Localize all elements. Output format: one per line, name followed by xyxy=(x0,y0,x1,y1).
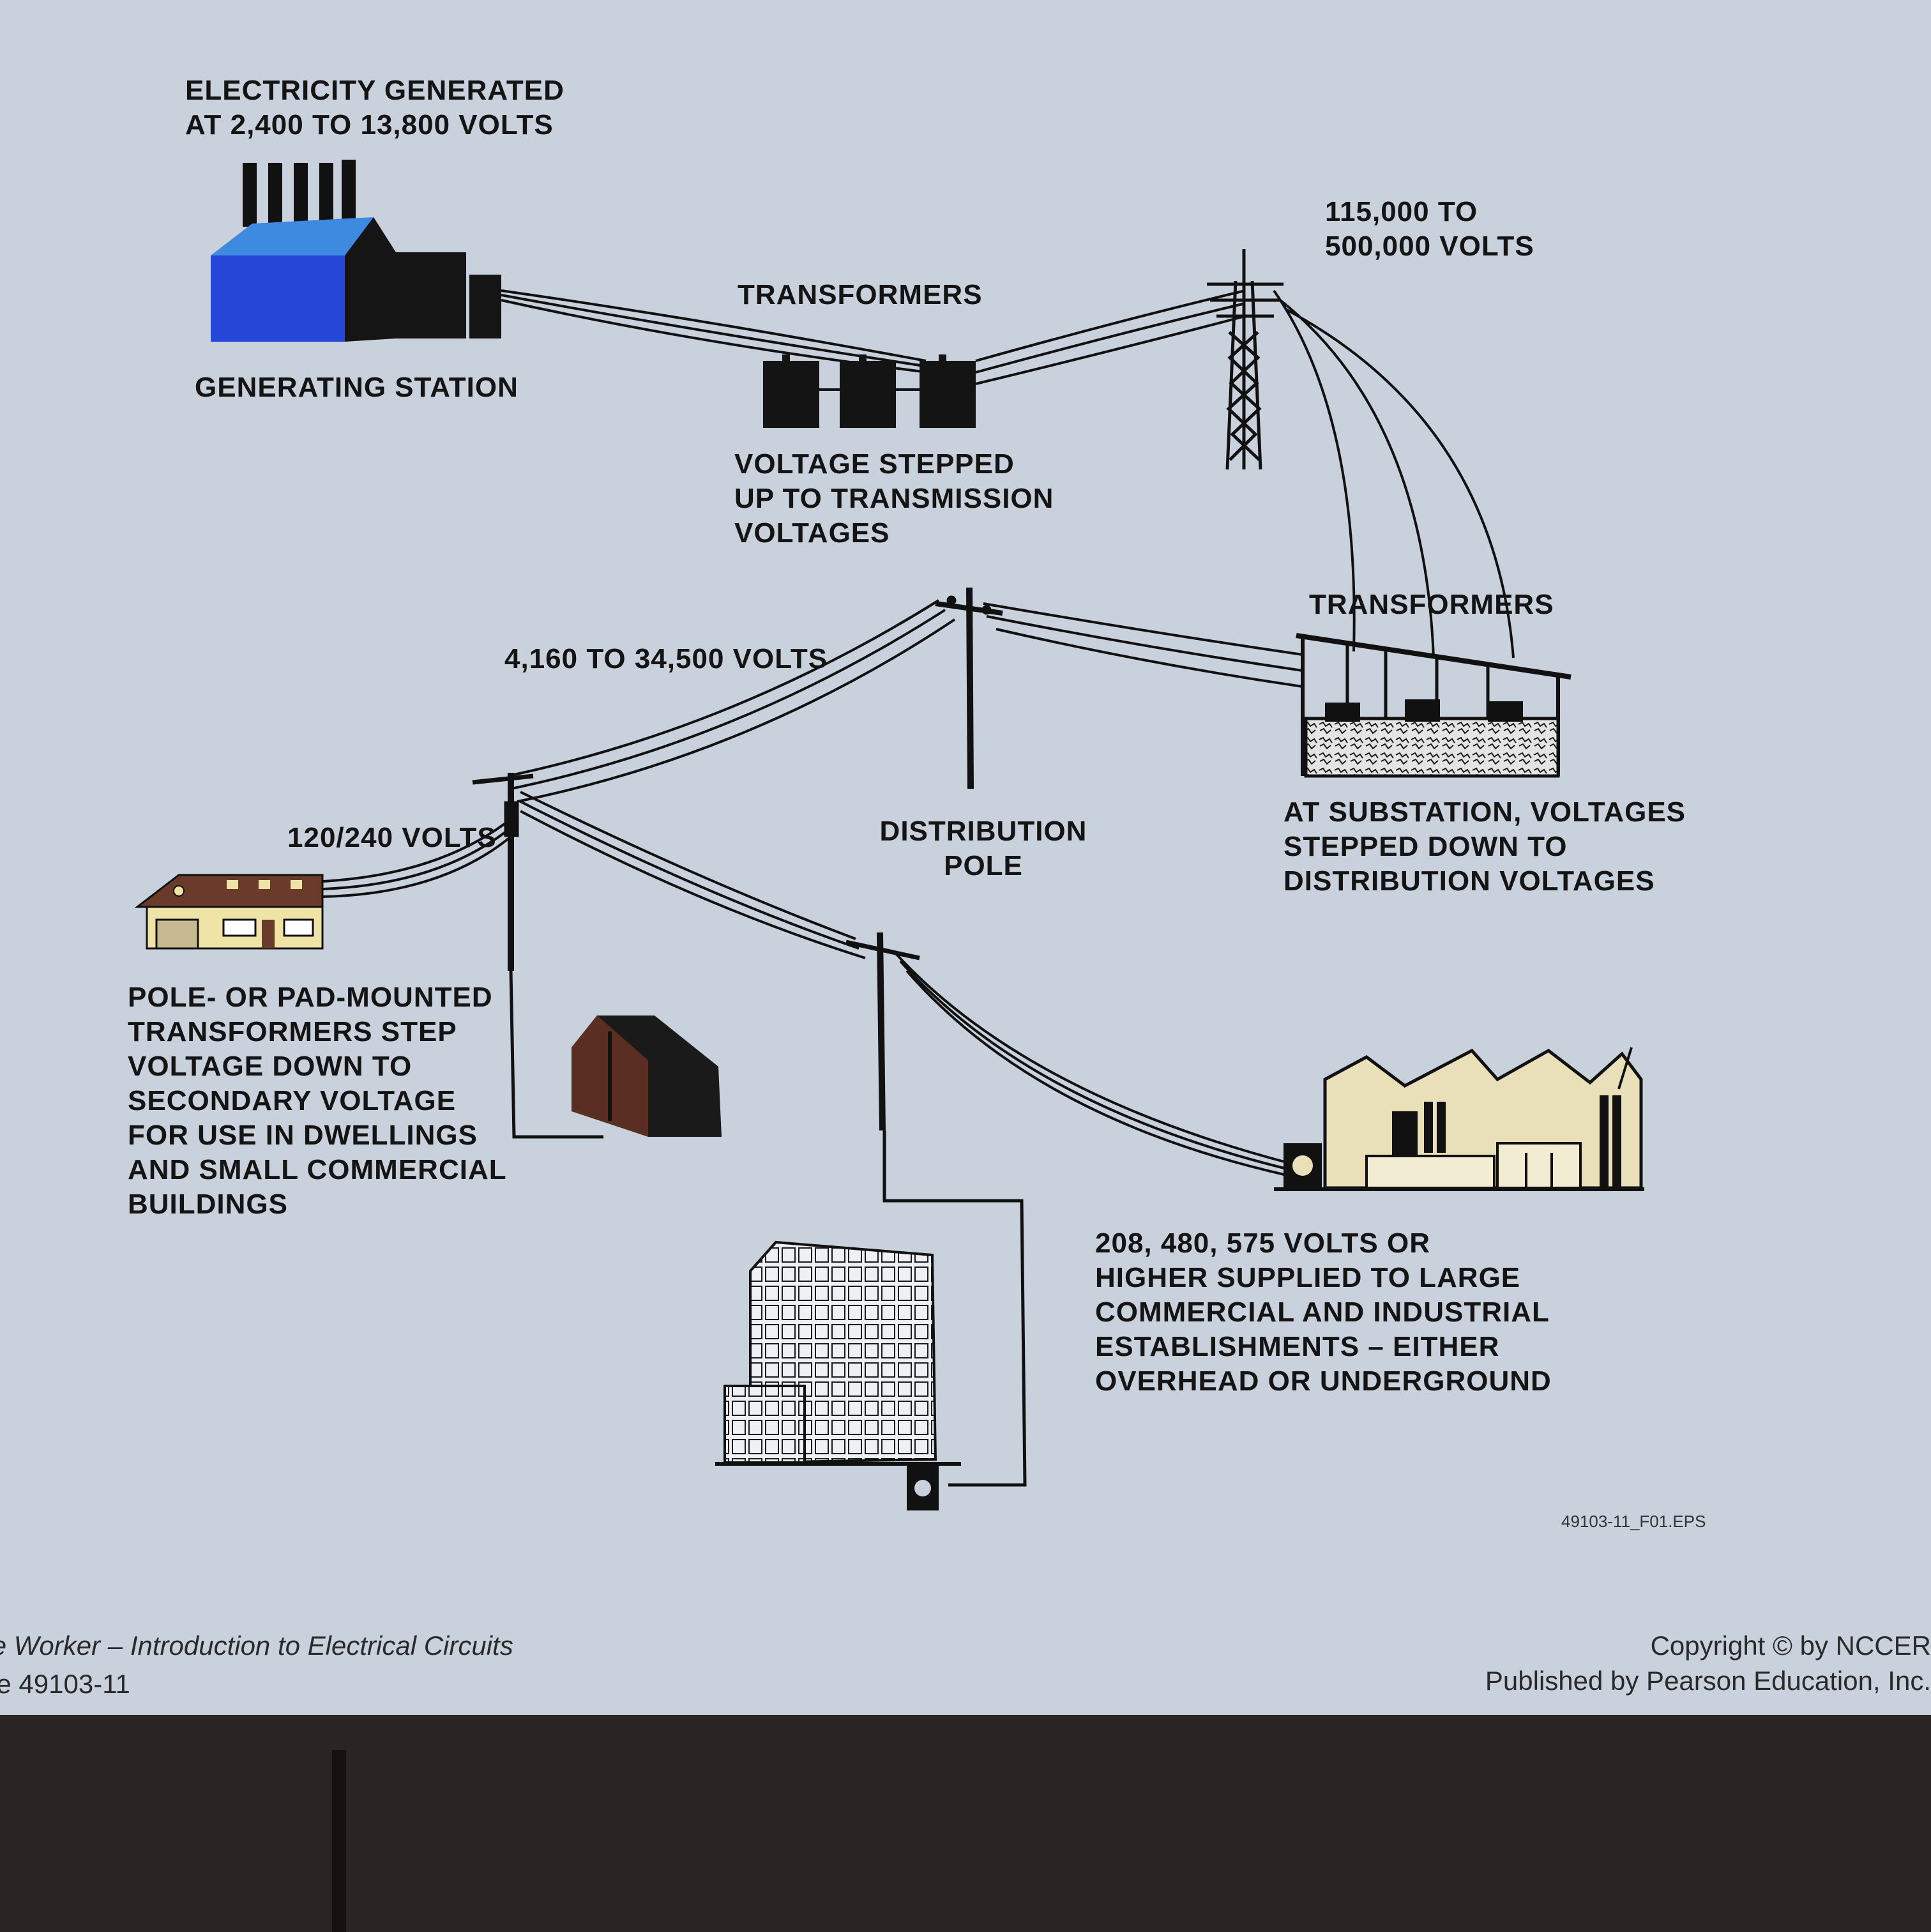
distribution-pole-label: DISTRIBUTION POLE xyxy=(879,816,1087,881)
distribution-lines xyxy=(507,599,1303,803)
transformers-sub-label: TRANSFORMERS xyxy=(1309,589,1554,620)
module-number: Module 49103-11 xyxy=(0,1669,130,1699)
distribution-pole-icon xyxy=(935,587,1003,789)
substation-icon xyxy=(1296,633,1571,778)
industrial-voltage-label: 208, 480, 575 VOLTS OR HIGHER SUPPLIED T… xyxy=(1095,1228,1552,1397)
stepped-up-label: VOLTAGE STEPPED UP TO TRANSMISSION VOLTA… xyxy=(734,448,1054,549)
industrial-pole-icon xyxy=(845,932,1027,1487)
course-title: Power Line Worker – Introduction to Elec… xyxy=(0,1631,513,1661)
transmission-lines-in xyxy=(975,289,1246,385)
transmission-lines-out xyxy=(1273,289,1515,658)
power-distribution-diagram xyxy=(134,160,1644,1510)
generating-station-icon xyxy=(211,160,501,342)
display-bezel xyxy=(0,1715,1931,1932)
distribution-voltage-label: 4,160 TO 34,500 VOLTS xyxy=(504,643,828,674)
house-icon xyxy=(134,874,324,950)
small-building-icon xyxy=(572,1015,722,1137)
display-edge xyxy=(332,1750,346,1932)
publisher-notice: Published by Pearson Education, Inc. xyxy=(1485,1666,1931,1696)
copyright-notice: Copyright © by NCCER xyxy=(1650,1631,1931,1661)
transmission-voltage-label: 115,000 TO 500,000 VOLTS xyxy=(1325,196,1534,262)
transmission-tower-icon xyxy=(1207,249,1284,470)
factory-icon xyxy=(1274,1047,1644,1191)
pole-transformers-label: POLE- OR PAD-MOUNTED TRANSFORMERS STEP V… xyxy=(128,982,507,1220)
figure-code-label: 49103-11_F01.EPS xyxy=(1561,1512,1706,1531)
industrial-feeder-lines xyxy=(520,791,1287,1176)
step-up-transformers-icon xyxy=(763,354,976,428)
service-drop-lines xyxy=(322,823,512,898)
transformers-top-label: TRANSFORMERS xyxy=(738,279,983,310)
substation-label: AT SUBSTATION, VOLTAGES STEPPED DOWN TO … xyxy=(1284,796,1686,897)
office-building-icon xyxy=(715,1240,961,1510)
generating-station-label: GENERATING STATION xyxy=(195,372,519,403)
projector-screen: ELECTRICITY GENERATED AT 2,400 TO 13,800… xyxy=(0,0,1931,1715)
house-pole-icon xyxy=(472,773,603,1139)
generated-voltage-label: ELECTRICITY GENERATED AT 2,400 TO 13,800… xyxy=(185,75,564,141)
residential-voltage-label: 120/240 VOLTS xyxy=(287,822,497,853)
